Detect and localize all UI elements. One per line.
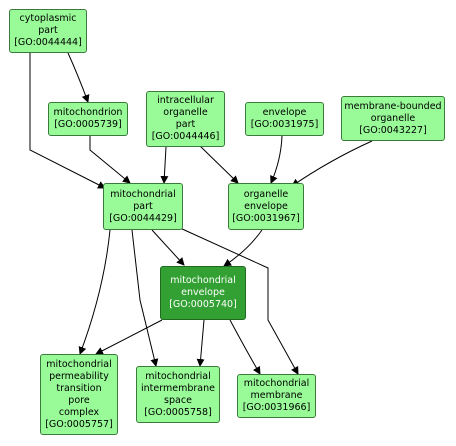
node-go-id: [GO:0005739] <box>54 119 122 130</box>
node-go-id: [GO:0005757] <box>45 418 113 430</box>
edge-mitochondrial-envelope-to-mitochondrial-membrane <box>229 319 261 375</box>
node-go-id: [GO:0005758] <box>144 406 212 418</box>
edge-mitochondrial-envelope-to-intermembrane-space <box>196 319 205 367</box>
node-go-id: [GO:0031967] <box>232 212 300 224</box>
edge-cytoplasmic-part-to-mitochondrion <box>67 52 90 103</box>
node-go-id: [GO:0031966] <box>242 402 311 413</box>
edge-mitochondrial-part-to-intermembrane-space <box>131 229 159 367</box>
edge-mitochondrial-envelope-to-pore-complex <box>95 319 163 355</box>
edge-mitochondrial-part-to-mitochondrial-membrane <box>179 227 299 375</box>
node-go-id: [GO:0031975] <box>250 119 319 130</box>
edge-mitochondrion-to-mitochondrial-part <box>89 136 131 184</box>
node-go-id: [GO:0044429] <box>109 212 177 224</box>
edge-intracellular-organelle-part-to-mitochondrial-part <box>160 146 169 184</box>
node-label: envelope <box>262 107 307 118</box>
edge-cytoplasmic-part-to-mitochondrial-part <box>29 53 106 189</box>
node-go-id: [GO:0043227] <box>359 124 427 136</box>
node-mitochondrion[interactable]: mitochondrion [GO:0005739] <box>48 102 128 136</box>
edge-intracellular-organelle-part-to-organelle-envelope <box>199 145 239 184</box>
edge-mitochondrial-part-to-mitochondrial-envelope <box>151 229 185 266</box>
node-envelope[interactable]: envelope [GO:0031975] <box>245 102 324 136</box>
node-go-id: [GO:0044444] <box>14 37 82 48</box>
edge-membrane-bounded-organelle-to-organelle-envelope <box>291 140 373 187</box>
edge-envelope-to-organelle-envelope <box>270 135 283 184</box>
node-go-id: [GO:0044446] <box>151 131 220 142</box>
edge-mitochondrial-part-to-pore-complex <box>78 229 111 355</box>
node-go-id: [GO:0005740] <box>169 299 237 310</box>
edge-organelle-envelope-to-mitochondrial-envelope <box>223 229 263 267</box>
node-label: mitochondrion <box>53 107 123 118</box>
